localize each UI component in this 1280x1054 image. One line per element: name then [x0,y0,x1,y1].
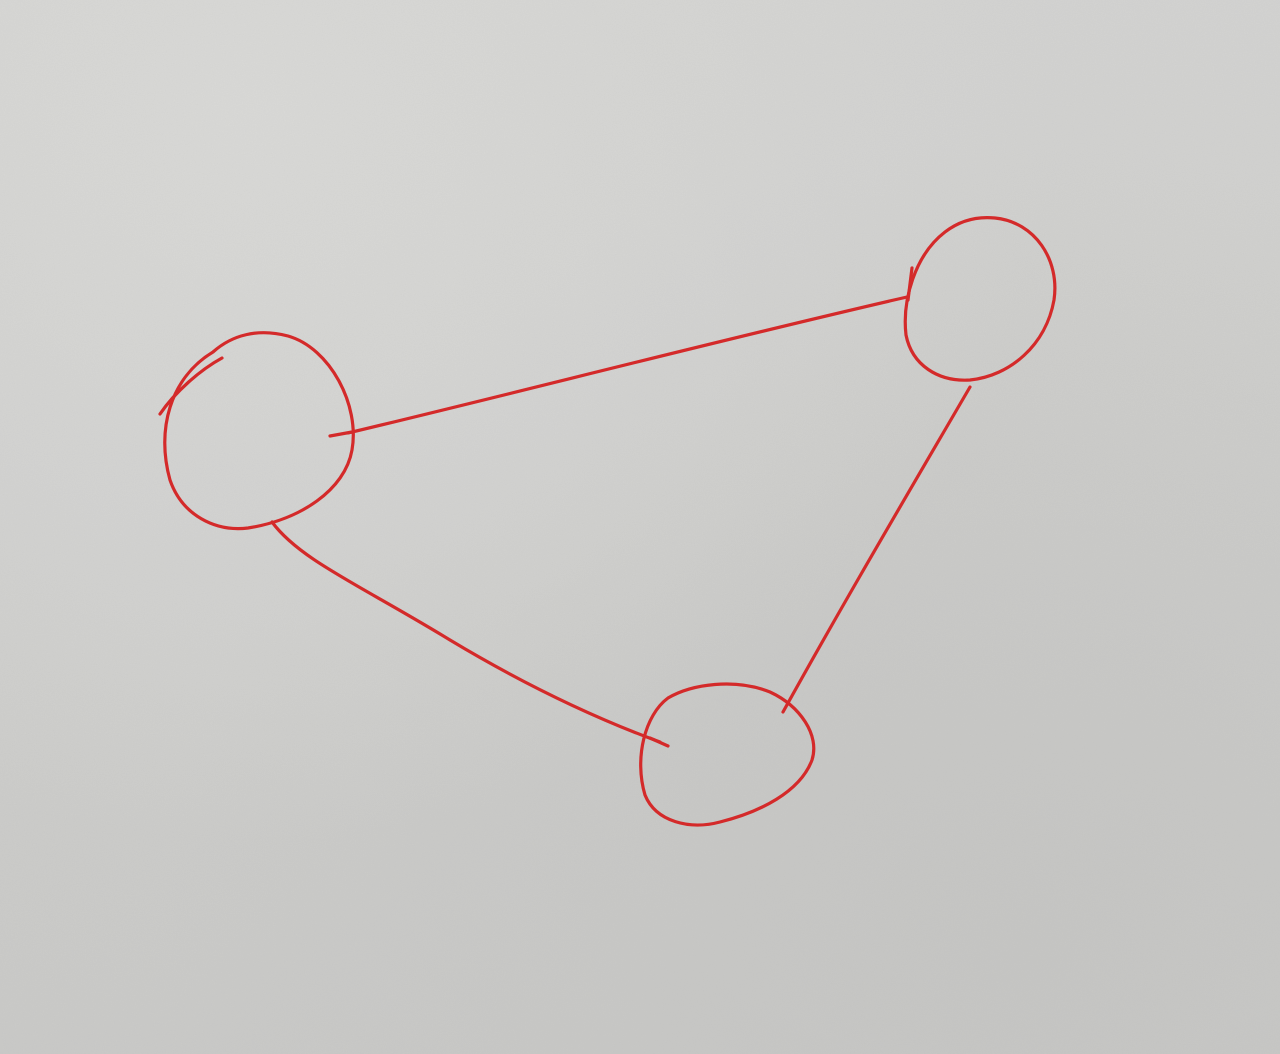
node-left-stroke-mark [158,356,224,416]
node-bottom-circle [639,682,816,827]
node-bottom [639,682,816,827]
node-top-right-circle [903,216,1057,382]
node-top-right-edge-tick [906,266,914,302]
edge-left-bottom [270,520,662,744]
edge-left-top-right [346,295,909,435]
edge-top-right-bottom [781,385,972,714]
node-bottom-edge-tick [648,736,670,748]
node-top-right [903,216,1057,382]
node-left [158,331,355,531]
node-left-circle [163,331,355,531]
node-left-edge-tick [328,430,354,438]
